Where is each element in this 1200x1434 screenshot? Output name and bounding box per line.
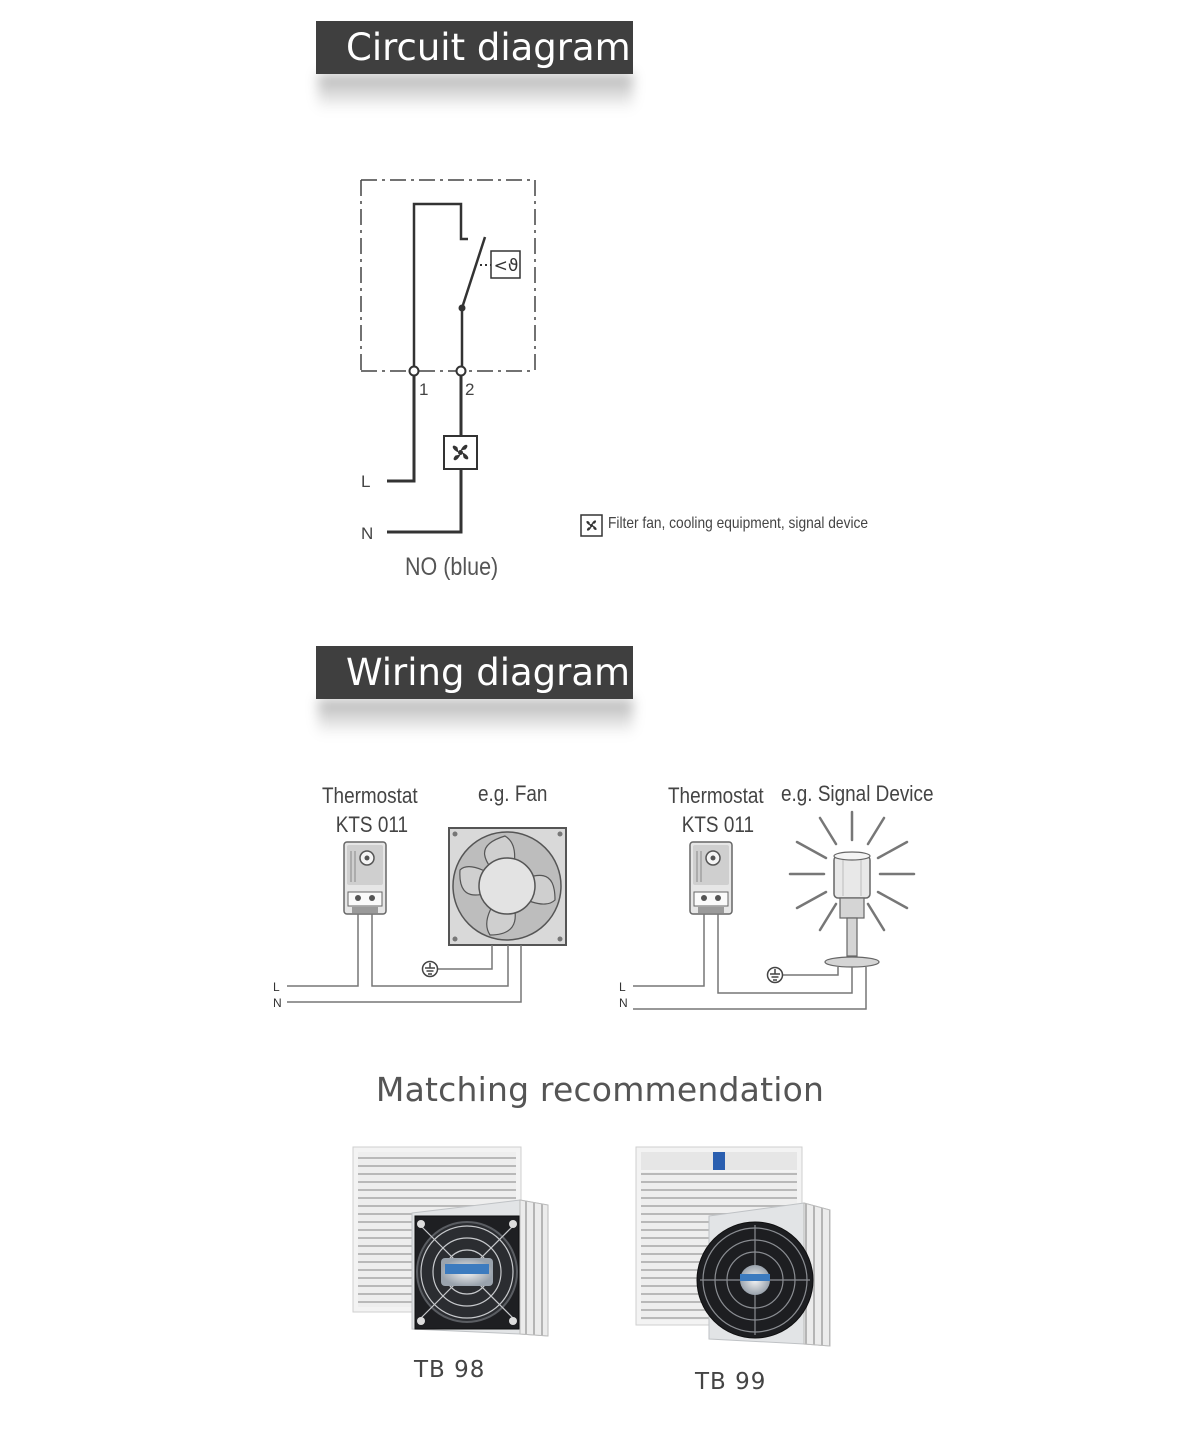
right-neutral-wire [633, 967, 867, 1010]
circuit-line-label: L [361, 472, 370, 491]
product-tb98-name: TB 98 [414, 1357, 486, 1383]
circuit-schematic: <ϑ 1 2 L N [360, 179, 603, 543]
left-fan-device [448, 827, 567, 946]
product-tb99-name: TB 99 [695, 1369, 767, 1395]
left-thermostat-label: Thermostat KTS 011 [322, 781, 418, 839]
tb99-fan-housing [696, 1202, 831, 1347]
line-wire [387, 376, 416, 483]
wiring-banner-shadow [318, 699, 633, 735]
right-thermostat-device [689, 841, 733, 915]
terminal-1-label: 1 [419, 380, 428, 399]
circuit-neutral-label: N [361, 524, 373, 543]
terminal-2-node [455, 365, 467, 377]
switch-wire-1 [412, 202, 468, 371]
right-line-wire [633, 914, 705, 987]
switch-pivot [458, 304, 466, 312]
left-ground-wire [438, 945, 493, 970]
left-wiring-neutral-label: N [273, 996, 282, 1010]
left-neutral-wire [287, 945, 522, 1003]
right-thermostat-line1: Thermostat [668, 783, 764, 808]
switch-contact [460, 236, 487, 309]
sensor-box [490, 250, 521, 279]
right-wiring-line-label: L [619, 980, 626, 994]
left-wiring-line-label: L [273, 980, 280, 994]
thermostat-housing [360, 179, 536, 372]
left-ground-icon [421, 960, 439, 978]
right-switched-wire [717, 914, 853, 994]
left-line-wire [287, 914, 359, 987]
right-wiring-neutral-label: N [619, 996, 628, 1010]
tb98-fan-housing [411, 1199, 549, 1337]
right-device-label: e.g. Signal Device [781, 781, 934, 806]
right-thermostat-line2: KTS 011 [681, 812, 754, 837]
matching-recommendation-title: Matching recommendation [375, 1070, 825, 1109]
left-device-label: e.g. Fan [478, 781, 548, 806]
legend-fan-icon [586, 520, 597, 531]
right-ground-wire [783, 967, 839, 976]
left-wiring-diagram: L N [273, 810, 916, 1010]
legend-text: Filter fan, cooling equipment, signal de… [608, 515, 869, 532]
neutral-wire-bottom [387, 469, 463, 534]
circuit-mode-label: NO (blue) [405, 553, 499, 581]
right-ground-icon [766, 966, 784, 984]
circuit-banner-shadow [318, 74, 633, 110]
left-switched-wire [371, 914, 509, 987]
wiring-diagram-title: Wiring diagram [316, 646, 633, 699]
sensor-symbol: <ϑ [494, 256, 519, 276]
terminal-1-node [408, 365, 420, 377]
left-thermostat-line1: Thermostat [322, 783, 418, 808]
circuit-diagram-title: Circuit diagram [316, 21, 633, 74]
left-thermostat-device [343, 841, 387, 915]
right-thermostat-label: Thermostat KTS 011 [668, 781, 764, 839]
left-thermostat-line2: KTS 011 [335, 812, 408, 837]
load-fan-icon [452, 444, 469, 461]
terminal-2-label: 2 [465, 380, 474, 399]
right-signal-device [788, 810, 916, 968]
